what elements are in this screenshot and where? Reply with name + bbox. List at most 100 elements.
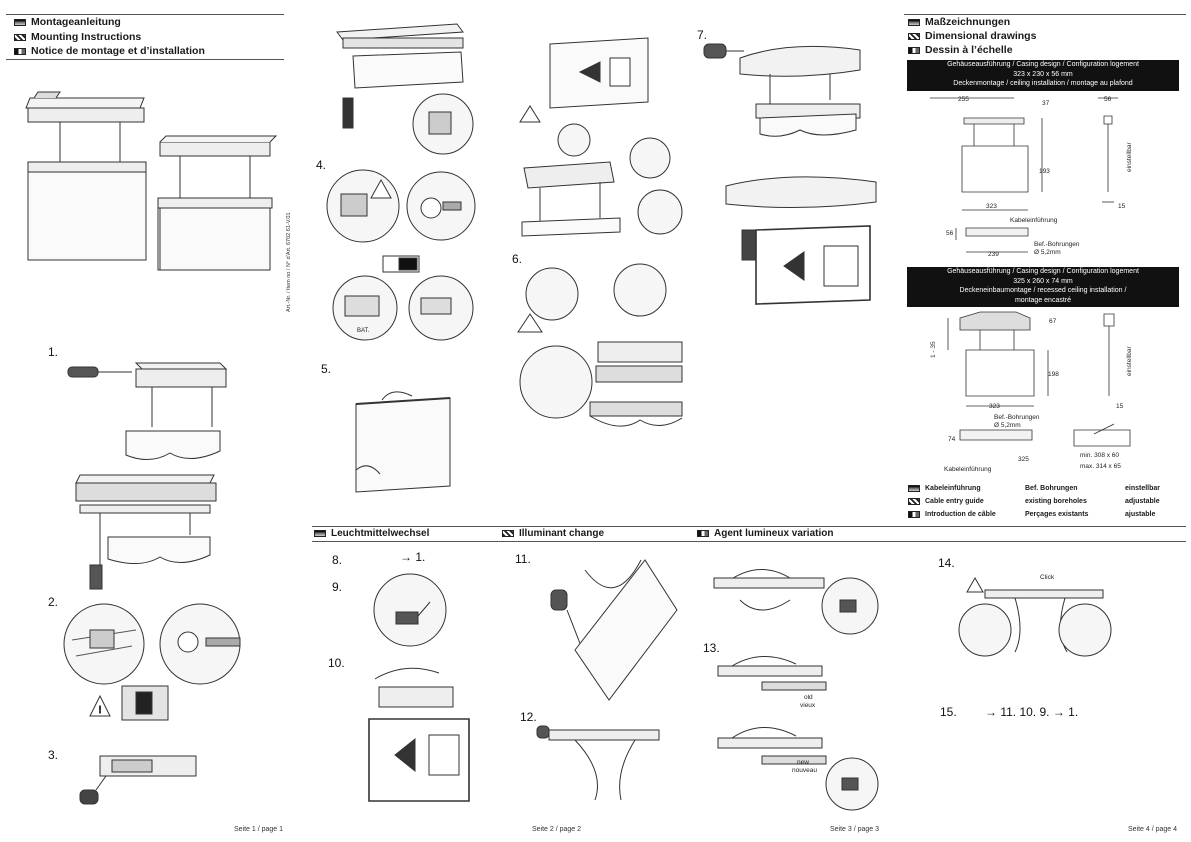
flag-de-icon — [908, 484, 920, 492]
step-9-label: 9. — [332, 580, 343, 594]
section-rule-top — [312, 526, 1186, 527]
step-4-illustration — [325, 168, 465, 248]
dim-198: 198 — [1048, 371, 1059, 378]
step-11-label: 11. — [515, 552, 531, 566]
step-8-ref: → 1. — [400, 550, 426, 564]
battery-label: BAT. — [357, 328, 370, 334]
step-4-label: 4. — [316, 158, 327, 172]
step-1-label: 1. — [48, 345, 59, 359]
step-2-illustration: ! — [60, 600, 280, 730]
header-rule — [6, 59, 284, 60]
legend-en-cable: Cable entry guide — [925, 498, 984, 505]
step-5-label: 5. — [321, 362, 332, 376]
dim-239: 239 — [988, 251, 999, 258]
dim-dia-1: Ø 5,2mm — [1034, 249, 1061, 256]
box1-line1: Gehäuseausführung / Casing design / Conf… — [947, 61, 1139, 68]
old-label: old — [804, 694, 813, 701]
dim-325: 325 — [1018, 456, 1029, 463]
box2-line2: 325 x 260 x 74 mm — [1013, 277, 1073, 285]
click-label: Click — [1040, 574, 1055, 581]
dim-range: 1 - 35 — [930, 341, 937, 358]
illuminant-title-fr: Agent lumineux variation — [697, 528, 833, 539]
dim-56b: 56 — [946, 230, 954, 237]
page-3-footer: Seite 3 / page 3 — [830, 826, 880, 833]
step-5-illustration — [352, 390, 462, 500]
dim-adjustable-2: einstellbar — [1126, 346, 1133, 376]
page-4-footer: Seite 4 / page 4 — [1128, 826, 1178, 833]
step-13-illustration — [712, 652, 882, 812]
flag-de-icon — [908, 18, 920, 26]
step-12-label: 12. — [520, 710, 537, 724]
page-1-footer: Seite 1 / page 1 — [234, 826, 284, 833]
box1-line3: Deckenmontage / ceiling installation / m… — [953, 80, 1133, 87]
legend-row-en: Cable entry guide existing boreholes adj… — [908, 495, 1184, 508]
legend-en-holes: existing boreholes — [1025, 498, 1087, 505]
overview-illustration — [20, 90, 290, 280]
casing-box-1: Gehäuseausführung / Casing design / Conf… — [907, 60, 1179, 91]
step-13-label: 13. — [703, 641, 720, 655]
step-15-label: 15. — [940, 705, 957, 719]
dim-holes-2: Bef.-Bohrungen — [994, 414, 1040, 421]
pages-2-right-illustration — [510, 22, 690, 442]
svg-text:!: ! — [98, 705, 102, 716]
dim-15b: 15 — [1116, 403, 1124, 410]
step-14-illustration — [955, 572, 1115, 662]
dim-56: 56 — [1104, 96, 1112, 103]
dim-74: 74 — [948, 436, 956, 443]
flag-de-icon — [314, 529, 326, 537]
article-number: Art.-Nr. / Item no / N° d’Art. 6702.61-V… — [286, 212, 292, 312]
dim-193: 193 — [1039, 168, 1050, 175]
battery-illustration — [325, 252, 475, 342]
drawing-1 — [930, 92, 1180, 262]
illuminant-title-de: Leuchtmittelwechsel — [314, 528, 429, 539]
legend-de-adjustable: einstellbar — [1125, 485, 1161, 492]
flag-fr-icon — [908, 510, 920, 518]
step-3b-illustration — [325, 18, 475, 148]
legend-de-holes: Bef. Bohrungen — [1025, 485, 1078, 492]
step-1-illustration — [60, 355, 260, 595]
step-14-label: 14. — [938, 556, 955, 570]
casing-box-2: Gehäuseausführung / Casing design / Conf… — [907, 267, 1179, 307]
flag-gb-icon — [502, 529, 514, 537]
flag-gb-icon — [908, 497, 920, 505]
step-8-label: 8. — [332, 553, 343, 567]
title-en: Mounting Instructions — [14, 30, 141, 44]
dim-adjustable-1: einstellbar — [1126, 142, 1133, 172]
legend-de-cable: Kabeleinführung — [925, 485, 981, 492]
flag-fr-icon — [14, 47, 26, 55]
step-3-illustration — [70, 752, 200, 812]
dim-15: 15 — [1118, 203, 1126, 210]
step-12b-illustration — [710, 560, 880, 650]
dim-255: 255 — [958, 96, 969, 103]
legend-row-de: Kabeleinführung Bef. Bohrungen einstellb… — [908, 482, 1184, 495]
legend: Kabeleinführung Bef. Bohrungen einstellb… — [908, 482, 1184, 521]
step-7-label: 7. — [697, 28, 708, 42]
dim-dia-2: Ø 5,2mm — [994, 422, 1021, 429]
dim-title-de: Maßzeichnungen — [908, 15, 1010, 29]
dim-cable-2: Kabeleinführung — [944, 466, 992, 473]
title-fr: Notice de montage et d’installation — [14, 44, 205, 58]
legend-fr-adjustable: ajustable — [1125, 511, 1156, 518]
title-de: Montageanleitung — [14, 15, 121, 29]
dim-max: max. 314 x 65 — [1080, 463, 1121, 470]
step-3-label: 3. — [48, 748, 59, 762]
legend-row-fr: Introduction de câble Perçages existants… — [908, 508, 1184, 521]
dim-67: 67 — [1049, 318, 1057, 325]
flag-gb-icon — [908, 32, 920, 40]
dim-323: 323 — [986, 203, 997, 210]
flag-fr-icon — [908, 46, 920, 54]
step-6-label: 6. — [512, 252, 523, 266]
box2-line4: montage encastré — [1014, 296, 1072, 304]
box2-line3: Deckeneinbaumontage / recessed ceiling i… — [959, 287, 1127, 294]
flag-gb-icon — [14, 33, 26, 41]
flag-fr-icon — [697, 529, 709, 537]
step-11-illustration — [545, 550, 685, 705]
dim-title-fr: Dessin à l’échelle — [908, 43, 1013, 57]
box2-line1: Gehäuseausführung / Casing design / Conf… — [947, 268, 1139, 275]
drawing-2 — [930, 310, 1180, 475]
dim-holes-1: Bef.-Bohrungen — [1034, 241, 1080, 248]
step-15-ref: → 11. 10. 9. → 1. — [985, 705, 1079, 719]
section-rule-bottom — [312, 541, 1186, 542]
dim-323b: 323 — [989, 403, 1000, 410]
step-7-illustration — [700, 30, 890, 310]
